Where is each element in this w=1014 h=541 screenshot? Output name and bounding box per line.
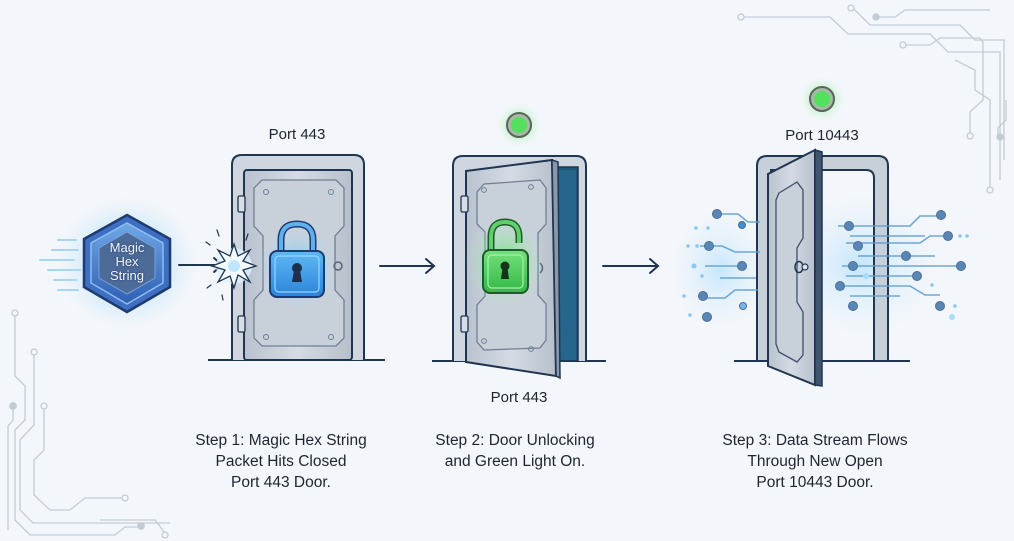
step-1-caption: Step 1: Magic Hex String Packet Hits Clo…: [151, 430, 411, 493]
door-port-443-closed: [208, 154, 385, 361]
packet-label-line: Hex: [115, 254, 139, 269]
door-port-10443-open: [670, 77, 969, 387]
port-label-step-2: Port 443: [490, 389, 548, 406]
hinge: [237, 315, 246, 333]
caption-line: Through New Open: [747, 453, 883, 470]
caption-line: Port 443 Door.: [231, 474, 331, 491]
port-label-step-3: Port 10443: [785, 127, 859, 144]
port-label-step-1: Port 443: [268, 126, 326, 143]
step-3-caption: Step 3: Data Stream Flows Through New Op…: [685, 430, 945, 493]
data-stream: [700, 213, 960, 299]
data-stream-nodes: [698, 209, 966, 322]
caption-line: and Green Light On.: [444, 453, 586, 470]
caption-line: Step 1: Magic Hex String: [195, 432, 367, 449]
arrow-2: [379, 258, 436, 274]
step-2-caption: Step 2: Door Unlocking and Green Light O…: [385, 430, 645, 472]
packet-label: Magic Hex String: [110, 241, 145, 283]
circuit-decoration-top-right: [737, 4, 1007, 194]
magic-hex-packet: [39, 197, 197, 329]
circuit-decoration-bottom-left: [7, 309, 170, 539]
hinge: [460, 315, 469, 333]
arrow-3: [602, 258, 660, 274]
caption-line: Packet Hits Closed: [215, 453, 347, 470]
hinge: [460, 195, 469, 213]
packet-label-line: String: [110, 268, 144, 283]
caption-line: Port 10443 Door.: [756, 474, 874, 491]
caption-line: Step 3: Data Stream Flows: [722, 432, 908, 449]
caption-line: Step 2: Door Unlocking: [435, 432, 595, 449]
hinge: [237, 195, 246, 213]
packet-label-line: Magic: [109, 240, 145, 255]
door-port-443-unlocking: [432, 103, 606, 380]
impact-burst-icon: [205, 229, 258, 301]
